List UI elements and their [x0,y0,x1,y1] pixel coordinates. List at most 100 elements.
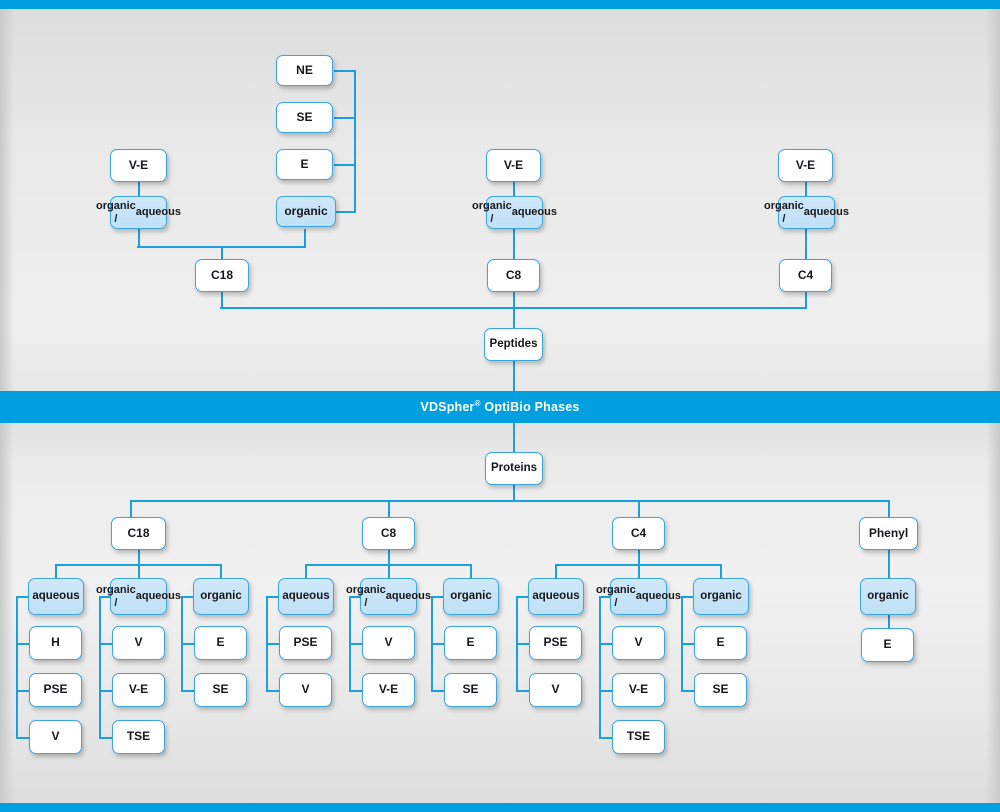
label-line-1: organic / [596,583,636,609]
stub-c18-oa-1 [99,643,113,645]
connector-organic-bus [354,70,356,213]
node-peptides-c18-ve[interactable]: V-E [110,149,167,182]
node-c4-aqueous-item-2[interactable]: V [529,673,582,707]
node-peptides-c8-organic-aqueous[interactable]: organic / aqueous [472,196,557,229]
connector-c4b-to-oa [638,564,640,578]
connector-c18-oa-down [138,229,140,248]
node-c18-oa-item-2[interactable]: V-E [112,673,165,707]
connector-c4-down [805,291,807,309]
node-peptides-c18-se[interactable]: SE [276,102,333,133]
stub-c8-oa-1 [349,643,363,645]
connector-phenyl-organic-to-e [888,614,890,629]
stub-c4-oa-2 [599,690,613,692]
label-line-2: aqueous [135,590,181,603]
node-c8-aqueous-item-1[interactable]: PSE [279,626,332,660]
node-c4-organic-item-1[interactable]: E [694,626,747,660]
label-line-1: organic / [764,199,804,225]
stub-c18-aqueous-3 [16,737,30,739]
node-c8-aqueous-item-2[interactable]: V [279,673,332,707]
connector-banner-to-proteins [513,421,515,453]
label-line-2: aqueous [635,590,681,603]
node-c4-cat-organic[interactable]: organic [693,578,749,615]
node-peptides-phase-c4[interactable]: C4 [779,259,832,292]
top-accent-bar [0,0,1000,9]
node-c8-cat-organic[interactable]: organic [443,578,499,615]
node-c4-oa-item-2[interactable]: V-E [612,673,665,707]
node-peptides-phase-c18[interactable]: C18 [195,259,249,292]
stub-c18-aqueous-1 [16,643,30,645]
node-peptides-c8-ve[interactable]: V-E [486,149,541,182]
stub-c18-oa-cat [99,596,113,598]
connector-ne-stub [334,70,356,72]
stub-c8-organic-cat [431,596,445,598]
connector-bus-to-c18 [130,500,132,518]
node-c18-oa-item-3[interactable]: TSE [112,720,165,754]
stub-c4-organic-2 [681,690,695,692]
node-peptides-c18-e[interactable]: E [276,149,333,180]
node-c18-cat-organic-aqueous[interactable]: organic / aqueous [96,578,181,615]
node-c18-aqueous-item-2[interactable]: PSE [29,673,82,707]
node-proteins-phase-c8[interactable]: C8 [362,517,415,550]
node-proteins-root[interactable]: Proteins [485,452,543,485]
connector-c18b-down [138,549,140,566]
node-peptides-c18-ne[interactable]: NE [276,55,333,86]
node-c4-aqueous-item-1[interactable]: PSE [529,626,582,660]
node-c4-oa-item-3[interactable]: TSE [612,720,665,754]
stub-c4-aqueous-1 [516,643,530,645]
stub-c8-organic-2 [431,690,445,692]
node-phenyl-organic-item-1[interactable]: E [861,628,914,662]
connector-peptides-to-banner [513,360,515,394]
node-c8-cat-organic-aqueous[interactable]: organic / aqueous [346,578,431,615]
stub-c18-oa-3 [99,737,113,739]
node-proteins-phase-c4[interactable]: C4 [612,517,665,550]
connector-c18-ve-to-oa [138,182,140,196]
node-peptides-phase-c8[interactable]: C8 [487,259,540,292]
node-c18-organic-item-2[interactable]: SE [194,673,247,707]
connector-c4-oa-to-c4 [805,229,807,260]
connector-c8b-to-organic [470,564,472,578]
node-c18-aqueous-item-3[interactable]: V [29,720,82,754]
connector-c18-join-down [221,246,223,260]
node-c18-oa-item-1[interactable]: V [112,626,165,660]
label-line-2: aqueous [803,206,849,219]
node-c4-organic-item-2[interactable]: SE [694,673,747,707]
node-c8-cat-aqueous[interactable]: aqueous [278,578,334,615]
stub-c4-aqueous-cat [516,596,530,598]
connector-c8-oa-to-c8 [513,229,515,260]
node-peptides-c18-organic-aqueous[interactable]: organic / aqueous [96,196,181,229]
node-peptides-c4-ve[interactable]: V-E [778,149,833,182]
node-proteins-phase-phenyl[interactable]: Phenyl [859,517,918,550]
node-c4-cat-organic-aqueous[interactable]: organic / aqueous [596,578,681,615]
bus-c4-oa [599,596,601,737]
connector-c4b-down [638,549,640,566]
node-c18-cat-organic[interactable]: organic [193,578,249,615]
label-line-1: organic / [96,583,136,609]
connector-phenyl-to-organic [888,549,890,578]
connector-c4b-to-aqueous [555,564,557,578]
node-c8-organic-item-2[interactable]: SE [444,673,497,707]
stub-c8-organic-1 [431,643,445,645]
node-c8-organic-item-1[interactable]: E [444,626,497,660]
connector-bus-to-phenyl [888,500,890,518]
node-phenyl-cat-organic[interactable]: organic [860,578,916,615]
stub-c18-organic-cat [181,596,195,598]
node-peptides-root[interactable]: Peptides [484,328,543,361]
node-peptides-c4-organic-aqueous[interactable]: organic / aqueous [764,196,849,229]
node-proteins-phase-c18[interactable]: C18 [111,517,166,550]
node-c4-oa-item-1[interactable]: V [612,626,665,660]
node-c18-organic-item-1[interactable]: E [194,626,247,660]
stub-c8-aqueous-2 [266,690,280,692]
connector-c18-organic-down [304,229,306,248]
stub-c4-oa-cat [599,596,613,598]
stub-c18-organic-1 [181,643,195,645]
node-c18-aqueous-item-1[interactable]: H [29,626,82,660]
node-peptides-c18-organic[interactable]: organic [276,196,336,227]
node-c4-cat-aqueous[interactable]: aqueous [528,578,584,615]
label-line-2: aqueous [135,206,181,219]
node-c18-cat-aqueous[interactable]: aqueous [28,578,84,615]
connector-c8b-down [388,549,390,566]
node-c8-oa-item-1[interactable]: V [362,626,415,660]
node-c8-oa-item-2[interactable]: V-E [362,673,415,707]
connector-c18b-to-oa [138,564,140,578]
stub-c8-aqueous-1 [266,643,280,645]
